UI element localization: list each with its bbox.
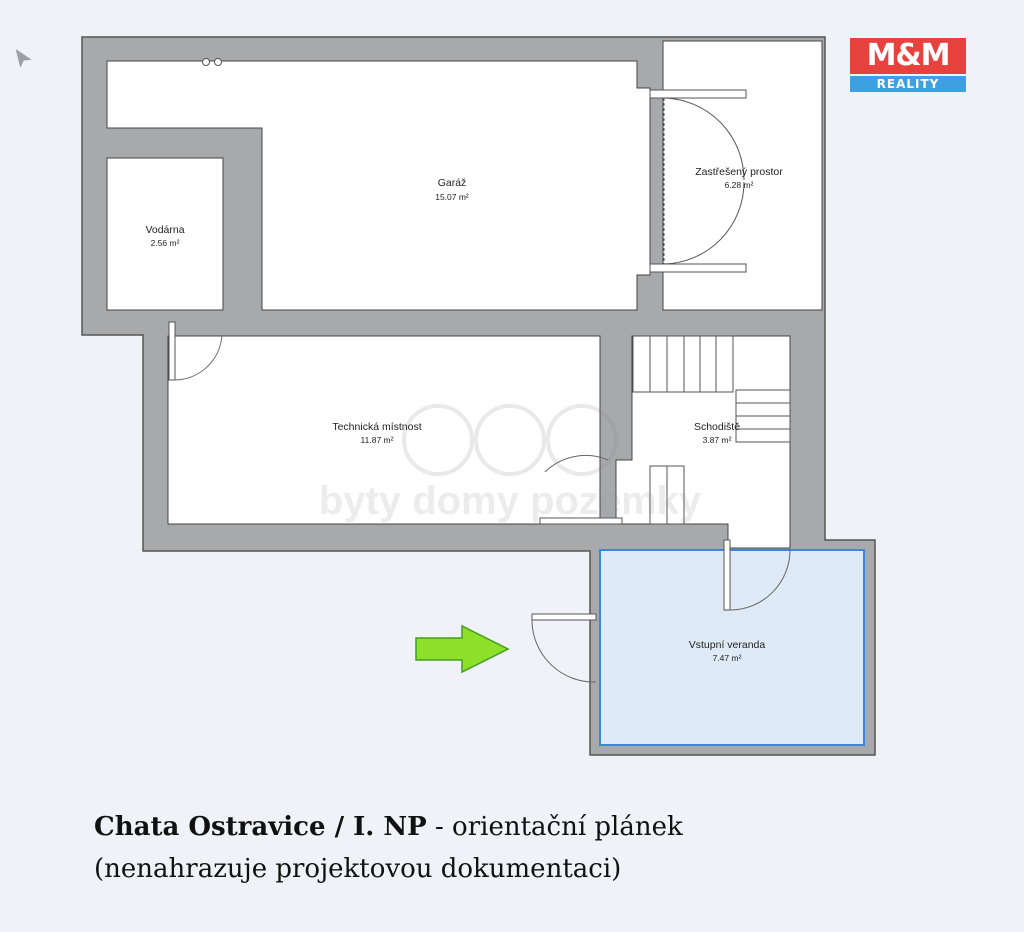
door-swings bbox=[168, 321, 791, 683]
garage-floor bbox=[106, 60, 651, 311]
window bbox=[539, 517, 623, 525]
entrance-arrow-icon bbox=[415, 624, 510, 674]
room-area-waterworks: 2.56 m² bbox=[151, 238, 180, 248]
caption: Chata Ostravice / I. NP - orientační plá… bbox=[94, 806, 974, 890]
fixture-circle bbox=[202, 58, 210, 66]
room-label-garage: Garáž bbox=[438, 177, 467, 189]
caption-line-1: Chata Ostravice / I. NP - orientační plá… bbox=[94, 806, 974, 848]
room-area-covered-area: 6.28 m² bbox=[725, 180, 754, 190]
waterworks-floor bbox=[106, 157, 224, 311]
room-label-technical-room: Technická místnost bbox=[332, 421, 421, 433]
north-arrow-icon bbox=[15, 48, 32, 68]
caption-line-2: (nenahrazuje projektovou dokumentaci) bbox=[94, 854, 622, 884]
caption-title: Chata Ostravice / I. NP bbox=[94, 812, 427, 842]
watermark-text: byty domy pozemky bbox=[319, 479, 702, 523]
stair-treads bbox=[632, 335, 791, 525]
logo-bottom: REALITY bbox=[850, 76, 966, 92]
room-label-staircase: Schodiště bbox=[694, 421, 740, 433]
caption-subtitle: - orientační plánek bbox=[426, 812, 683, 842]
fixture-circle bbox=[214, 58, 222, 66]
room-label-waterworks: Vodárna bbox=[145, 224, 184, 236]
brand-logo: M&M REALITY bbox=[850, 38, 966, 92]
room-area-garage: 15.07 m² bbox=[435, 192, 469, 202]
room-area-technical-room: 11.87 m² bbox=[361, 435, 394, 445]
technical-room-floor bbox=[167, 335, 601, 525]
room-label-covered-area: Zastřešený prostor bbox=[695, 166, 783, 178]
room-area-staircase: 3.87 m² bbox=[703, 435, 732, 445]
logo-top: M&M bbox=[850, 38, 966, 74]
veranda-floor bbox=[599, 549, 865, 746]
garage-doors bbox=[649, 89, 747, 273]
room-label-veranda: Vstupní veranda bbox=[689, 639, 766, 651]
room-area-veranda: 7.47 m² bbox=[713, 653, 742, 663]
watermark: byty domy pozemky bbox=[319, 404, 702, 523]
floor-plan: byty domy pozemky Garáž 15.07 m² Zastřeš… bbox=[15, 36, 876, 756]
